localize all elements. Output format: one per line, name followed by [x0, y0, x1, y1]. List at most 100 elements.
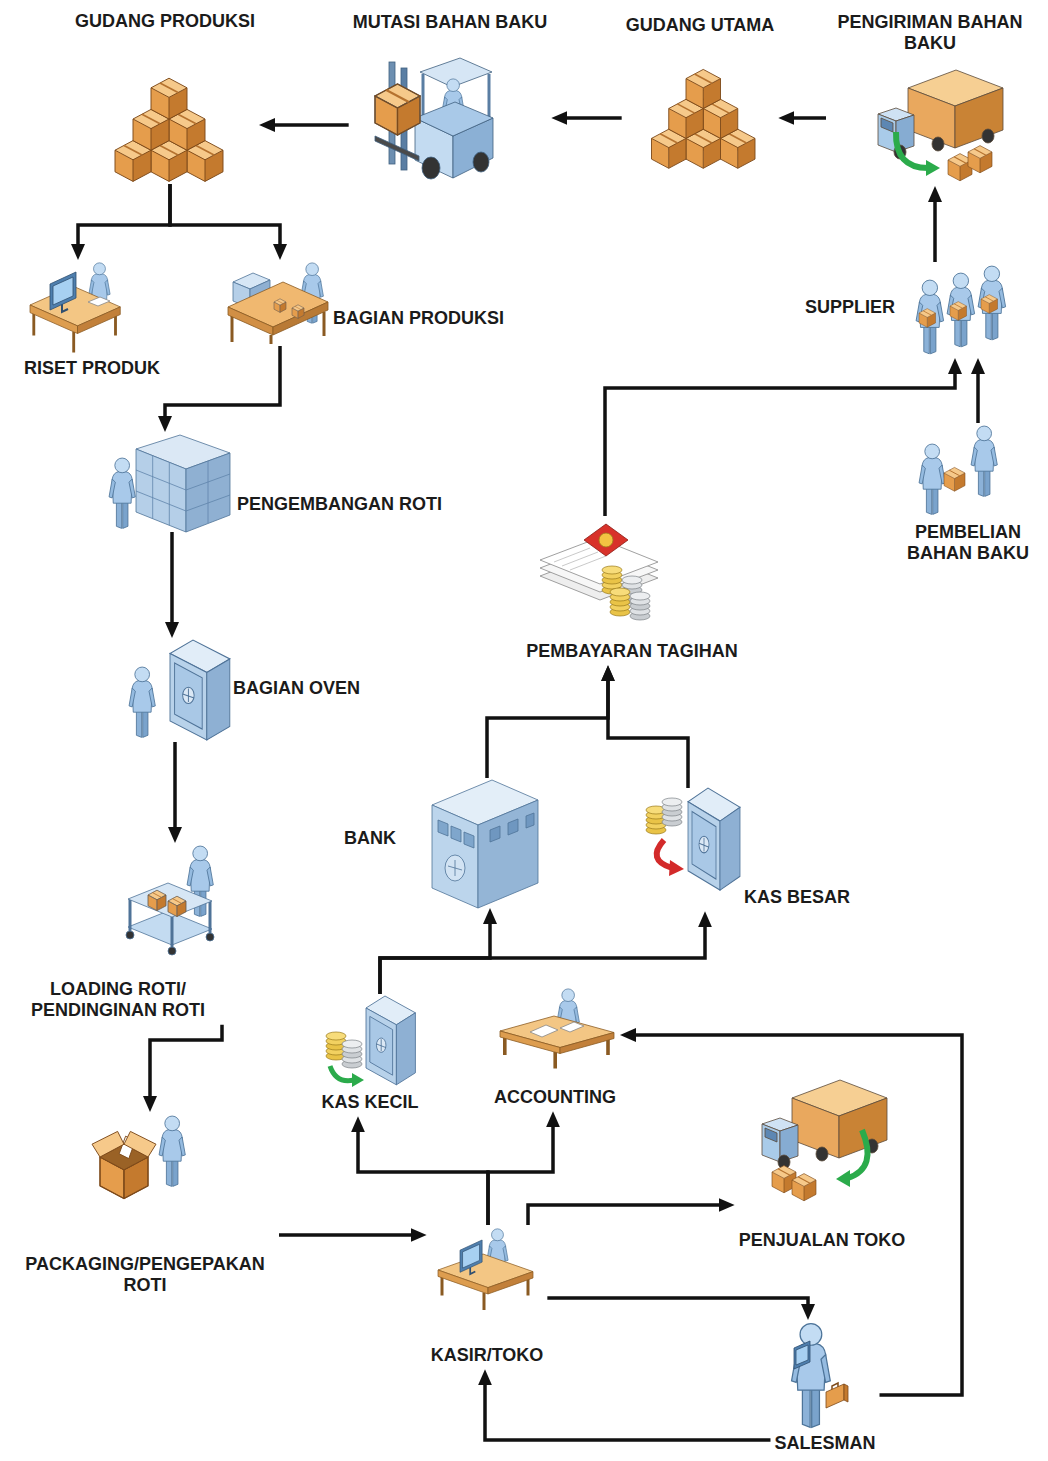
icon-node: BAGIAN OVEN	[126, 638, 364, 742]
flow-arrow	[605, 366, 955, 516]
icon-node: BAGIAN PRODUKSI	[226, 260, 508, 346]
salesman-icon	[826, 1384, 844, 1408]
sales-truck-icon	[792, 1174, 816, 1201]
accounting-desk-icon	[500, 989, 614, 1069]
node-label: PENJUALAN TOKO	[739, 1230, 906, 1251]
invoice-payment-icon	[599, 533, 613, 547]
petty-cash-safe-icon	[366, 996, 415, 1085]
cashier-desk-icon	[460, 1240, 482, 1274]
node-label: LOADING ROTI/ PENDINGINAN ROTI	[23, 979, 213, 1020]
accounting-desk-icon	[500, 1016, 614, 1069]
oven-icon	[129, 667, 155, 737]
forklift-icon	[473, 152, 489, 172]
petty-cash-safe-icon	[352, 1073, 364, 1087]
bread-cart-icon	[128, 883, 212, 917]
bread-cart-icon	[148, 890, 166, 910]
invoice-payment-icon	[584, 524, 628, 556]
delivery-truck-icon	[896, 132, 928, 168]
supplier-people-icon	[981, 295, 998, 314]
node-label: BANK	[344, 828, 396, 849]
flow-arrow	[976, 366, 980, 423]
supplier-people-icon	[947, 273, 975, 347]
cashier-desk-icon	[438, 1254, 533, 1310]
bread-cart-icon	[206, 933, 214, 941]
bank-building-icon	[478, 800, 538, 908]
salesman-icon	[794, 1341, 810, 1369]
icon-node: KAS KECIL	[317, 994, 422, 1116]
sales-truck-icon	[836, 1170, 850, 1187]
supplier-people-icon	[978, 266, 1006, 340]
petty-cash-safe-icon	[326, 996, 415, 1087]
proofing-cabinet-icon	[109, 435, 230, 532]
node-label: PEMBAYARAN TAGIHAN	[526, 641, 737, 662]
bank-building-icon	[438, 820, 474, 848]
node-label: PEMBELIAN BAHAN BAKU	[898, 522, 1038, 563]
proofing-cabinet-icon	[109, 458, 135, 528]
icon-node: ACCOUNTING	[490, 988, 620, 1111]
oven-icon	[129, 640, 230, 740]
icon-node: PACKAGING/PENGEPAKAN ROTI	[11, 1112, 279, 1300]
invoice-payment-icon	[540, 524, 658, 620]
supplier-people-icon	[916, 266, 1006, 354]
delivery-truck-icon	[878, 70, 1003, 181]
icon-node: MUTASI BAHAN BAKU	[349, 8, 552, 180]
bread-cart-icon	[168, 896, 186, 916]
node-label: MUTASI BAHAN BAKU	[353, 12, 548, 33]
salesman-icon	[792, 1324, 831, 1428]
icon-node: RISET PRODUK	[20, 260, 164, 382]
supplier-people-icon	[916, 280, 944, 354]
main-cash-safe-icon	[662, 798, 682, 826]
packaging-box-icon	[92, 1116, 185, 1199]
invoice-payment-icon	[630, 592, 650, 620]
flow-arrow	[173, 742, 177, 835]
delivery-truck-icon	[926, 160, 940, 176]
node-label: PACKAGING/PENGEPAKAN ROTI	[15, 1254, 275, 1295]
icon-node: GUDANG PRODUKSI	[71, 7, 259, 184]
flow-arrow	[559, 116, 621, 120]
flow-arrow	[380, 916, 490, 994]
research-icon	[30, 263, 120, 353]
purchasing-people-icon	[971, 426, 997, 496]
bank-building-icon	[432, 780, 538, 908]
sales-truck-icon	[762, 1080, 887, 1201]
icon-node: BANK	[340, 778, 540, 908]
warehouse-boxes-icon	[115, 78, 223, 181]
flow-arrow	[488, 1119, 553, 1225]
bread-cart-icon	[126, 846, 214, 955]
accounting-desk-icon	[560, 1022, 584, 1032]
node-label: ACCOUNTING	[494, 1087, 616, 1108]
bank-building-icon	[490, 813, 534, 842]
node-label: KASIR/TOKO	[431, 1345, 544, 1366]
flow-arrow	[279, 1233, 419, 1237]
production-line-icon	[228, 263, 328, 344]
icon-node: PEMBELIAN BAHAN BAKU	[894, 423, 1042, 568]
petty-cash-safe-icon	[342, 1040, 362, 1068]
accounting-desk-icon	[530, 1025, 558, 1037]
icon-node: GUDANG UTAMA	[622, 11, 779, 170]
node-label: PENGEMBANGAN ROTI	[237, 494, 442, 515]
packaging-box-icon	[92, 1131, 124, 1157]
bread-cart-icon	[168, 947, 176, 955]
flow-arrow	[528, 1205, 727, 1225]
flow-arrow	[150, 1025, 222, 1104]
sales-truck-icon	[848, 1130, 868, 1178]
main-cash-safe-icon	[688, 788, 740, 890]
node-label: PENGIRIMAN BAHAN BAKU	[830, 12, 1030, 53]
warehouse-boxes-icon	[652, 69, 756, 168]
salesman-icon	[796, 1345, 808, 1365]
node-label: RISET PRODUK	[24, 358, 160, 379]
icon-node: KASIR/TOKO	[427, 1225, 548, 1369]
salesman-icon	[792, 1324, 848, 1428]
icon-node: PENGIRIMAN BAHAN BAKU	[826, 8, 1034, 186]
production-line-icon	[292, 305, 304, 319]
supplier-people-icon	[919, 309, 936, 328]
proofing-cabinet-icon	[136, 449, 186, 532]
main-cash-safe-icon	[657, 840, 672, 868]
cashier-desk-icon	[438, 1229, 533, 1310]
bread-cart-icon	[126, 931, 134, 939]
node-label: KAS KECIL	[321, 1092, 418, 1113]
purchasing-people-icon	[944, 467, 965, 491]
research-icon	[88, 297, 110, 306]
